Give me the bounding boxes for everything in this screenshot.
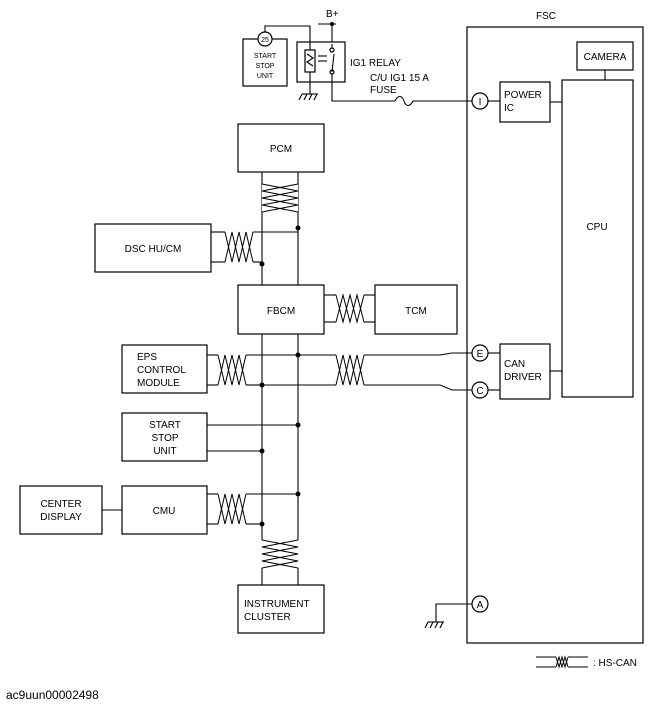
can-driver-line-1: CAN [504, 359, 525, 370]
ig1-relay-box [296, 41, 346, 83]
center-display-box [19, 485, 103, 535]
start-stop-unit-box [121, 412, 208, 462]
pcm-label: PCM [270, 144, 292, 155]
ground-icon-relay [298, 72, 318, 101]
can-driver-box [499, 343, 551, 400]
legend-label: : HS-CAN [593, 658, 637, 669]
hs-can-twist-icon [217, 493, 247, 525]
camera-box [576, 41, 634, 71]
relay-coil-icon [304, 49, 316, 73]
cpu-box [561, 79, 634, 398]
can-driver-line-2: DRIVER [504, 372, 542, 383]
cmu-box [121, 485, 208, 535]
eps-line-3: MODULE [137, 378, 180, 389]
tcm-box [374, 284, 458, 335]
instrument-cluster-box [237, 584, 325, 634]
power-ic-line-1: POWER [504, 90, 542, 101]
cmu-label: CMU [153, 506, 176, 517]
start-stop-top-line-1: START [254, 53, 277, 60]
terminal-a-label: A [477, 600, 484, 611]
tcm-label: TCM [405, 306, 427, 317]
power-ic-line-2: IC [504, 103, 514, 114]
hs-can-twist-icon [261, 183, 299, 213]
cpu-label: CPU [586, 222, 607, 233]
dsc-hu-cm-label: DSC HU/CM [125, 244, 182, 255]
power-ic-box [499, 81, 551, 123]
instrument-cluster-line-2: CLUSTER [244, 612, 291, 623]
supply-label: B+ [326, 9, 339, 20]
fuse-line-2: FUSE [370, 85, 397, 96]
start-stop-top-line-2: STOP [256, 63, 275, 70]
start-stop-top-line-3: UNIT [257, 73, 274, 80]
hs-can-twist-icon [335, 293, 365, 324]
hs-can-twist-icon [335, 354, 365, 386]
terminal-c-label: C [476, 386, 483, 397]
center-display-line-2: DISPLAY [40, 512, 82, 523]
ig1-relay-label: IG1 RELAY [350, 58, 401, 69]
hs-can-legend-icon [536, 655, 588, 669]
fbcm-label: FBCM [267, 306, 295, 317]
hs-can-twist-icon [261, 539, 299, 569]
start-stop-pin-label: 25 [261, 37, 269, 44]
start-stop-line-1: START [149, 420, 181, 431]
fsc-label: FSC [536, 11, 556, 22]
figure-id: ac9uun00002498 [6, 688, 99, 702]
pcm-box [237, 123, 325, 173]
camera-label: CAMERA [584, 52, 627, 63]
fuse-line-1: C/U IG1 15 A [370, 73, 429, 84]
center-display-line-1: CENTER [40, 499, 81, 510]
hs-can-twist-icon [217, 354, 247, 386]
instrument-cluster-line-1: INSTRUMENT [244, 599, 310, 610]
start-stop-line-3: UNIT [153, 446, 176, 457]
terminal-e-label: E [477, 349, 484, 360]
fbcm-box [237, 284, 325, 335]
eps-line-2: CONTROL [137, 365, 186, 376]
eps-control-module-box [121, 344, 208, 394]
eps-line-1: EPS [137, 352, 157, 363]
hs-can-twist-icon [224, 231, 254, 263]
start-stop-line-2: STOP [151, 433, 178, 444]
ground-icon-fsc [424, 603, 472, 629]
dsc-hu-cm-box [94, 223, 212, 273]
fuse-icon [394, 95, 414, 107]
terminal-i-label: I [479, 97, 482, 108]
